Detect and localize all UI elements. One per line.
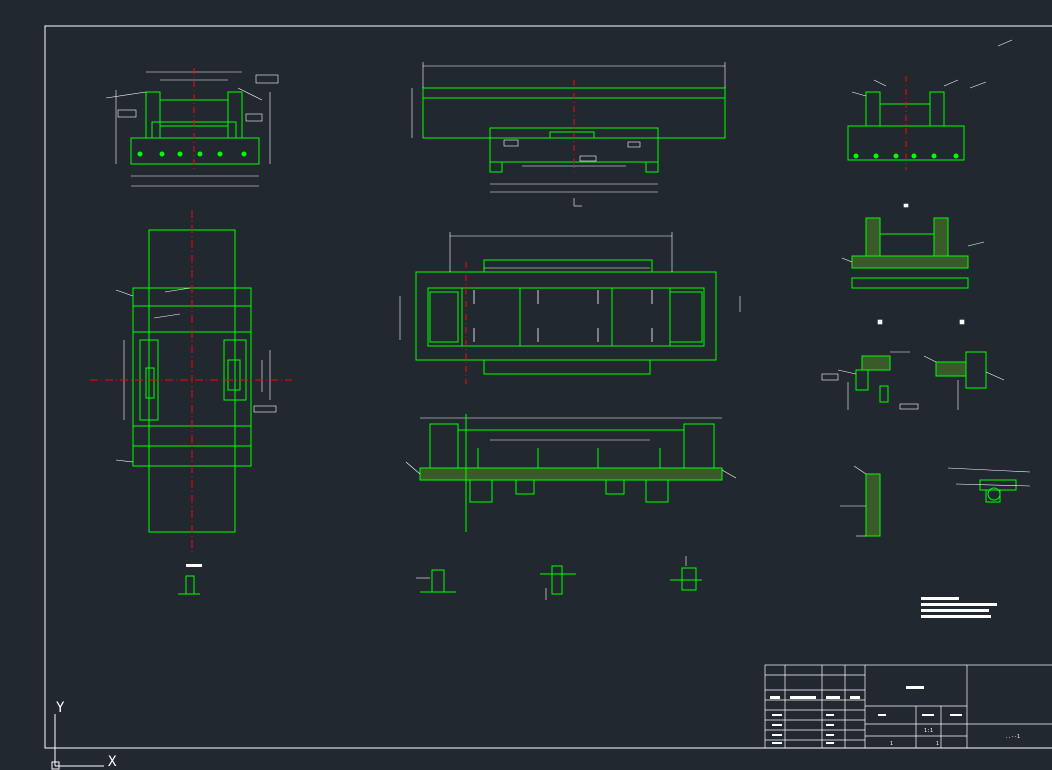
left-bottom-detail[interactable]	[178, 575, 200, 595]
ucs-axis-icon	[51, 714, 104, 770]
top-left-dimensions	[105, 71, 279, 187]
center-section[interactable]	[419, 423, 723, 503]
title-block-sheet-total: 1	[936, 741, 939, 747]
top-left-section[interactable]	[130, 91, 260, 165]
right-detail-right[interactable]	[935, 351, 987, 389]
axis-x-label: X	[108, 754, 117, 770]
bottom-detail-2[interactable]	[540, 565, 576, 600]
title-block-fills	[770, 686, 962, 744]
right-section-2[interactable]	[851, 217, 969, 289]
right-bottom-detail-left[interactable]	[840, 465, 881, 537]
title-block-scale: 1:1	[924, 728, 933, 734]
title-block-drawing-no: ..--1	[1005, 734, 1020, 740]
bottom-detail-1[interactable]	[416, 569, 456, 593]
center-plan-view[interactable]	[415, 259, 717, 375]
technical-notes	[921, 597, 997, 618]
center-section-dimensions	[405, 417, 737, 479]
center-plan-dimensions	[399, 232, 741, 342]
bottom-detail-3[interactable]	[670, 556, 702, 591]
top-center-dimensions	[411, 62, 726, 207]
drawing-frame	[44, 25, 1052, 749]
title-block	[764, 664, 1052, 749]
left-plan-dimensions	[115, 287, 277, 463]
left-plan-centerlines	[90, 210, 292, 555]
right-detail-left[interactable]	[855, 355, 891, 403]
right-detail-left-dimensions	[821, 319, 919, 410]
axis-y-label: Y	[56, 700, 65, 716]
left-bottom-detail-label	[186, 564, 202, 567]
right-detail-right-dimensions	[923, 319, 1005, 410]
right-section-2-dimensions	[841, 203, 985, 263]
title-block-sheet: 1	[890, 741, 893, 747]
right-section-1[interactable]	[847, 91, 965, 161]
right-bottom-detail-right[interactable]	[947, 467, 1031, 503]
right-section-1-dimensions	[851, 39, 1013, 97]
